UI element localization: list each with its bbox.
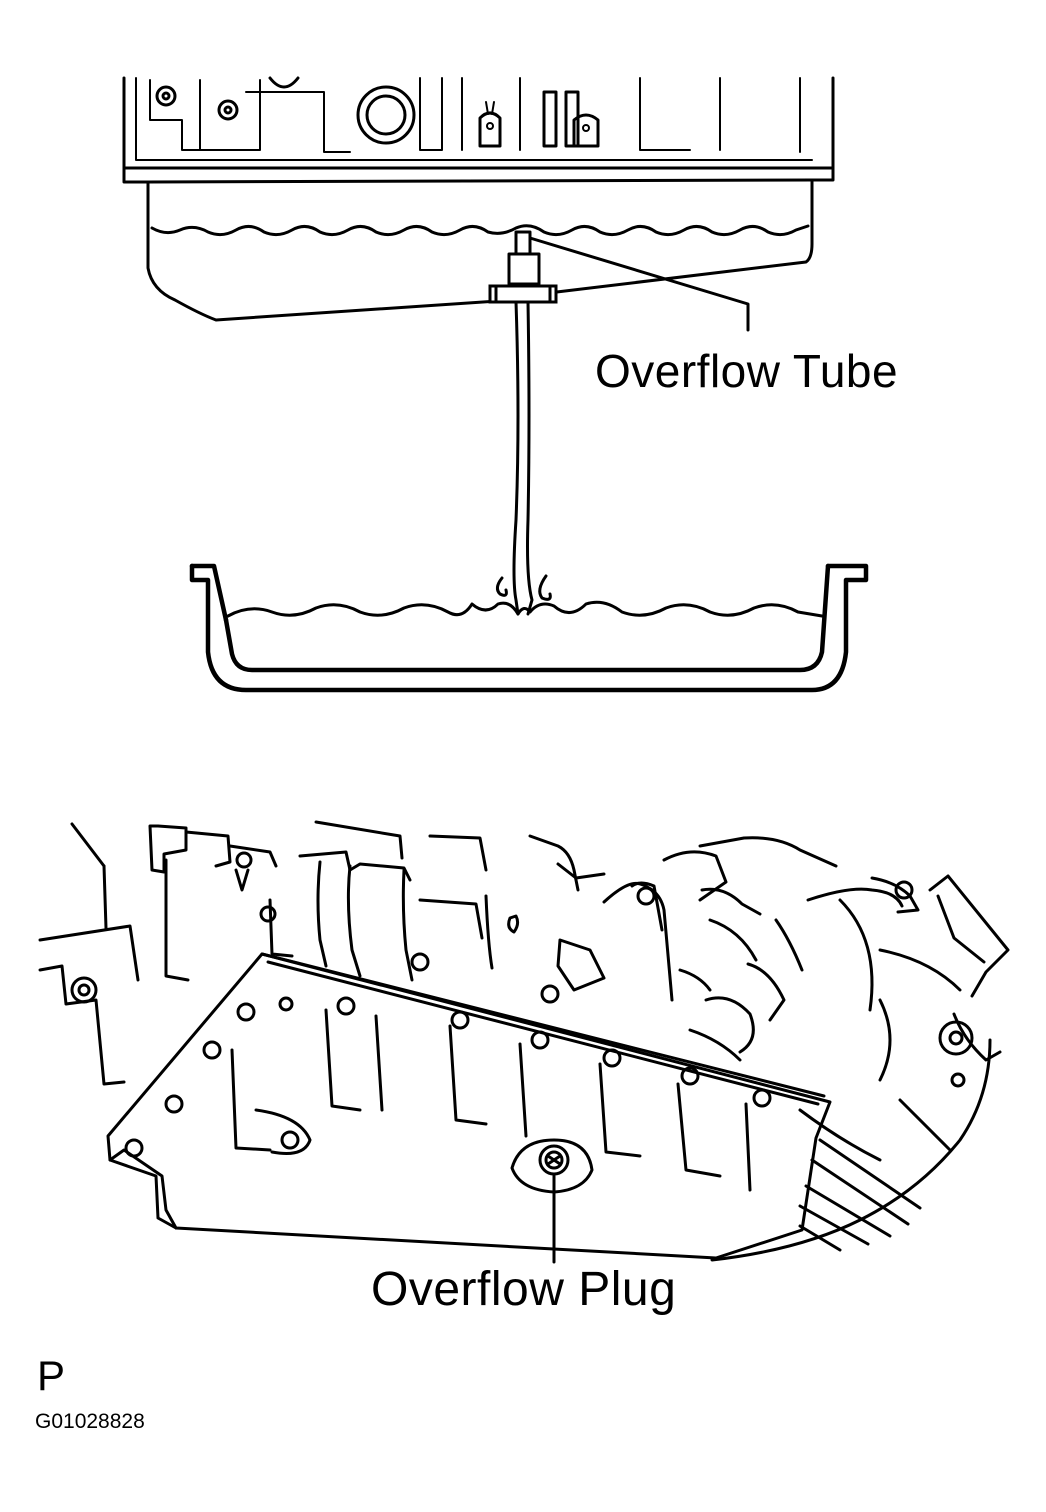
pan-bolts [124,952,772,1158]
overflow-tube-leader [528,236,750,332]
overflow-stream [495,300,552,616]
transmission-oil-pan [106,952,832,1260]
container-fluid-level [226,600,824,618]
overflow-tube-fitting [488,230,558,304]
figure-id: G01028828 [35,1410,145,1433]
pan-fluid-level [150,224,810,237]
overflow-plug-label: Overflow Plug [371,1263,677,1316]
valve-body [122,76,835,184]
transmission-underside [38,820,1010,1262]
view-letter: P [37,1352,66,1399]
overflow-tube-label: Overflow Tube [595,345,899,397]
overflow-plug [510,1138,594,1194]
bell-housing [710,1038,992,1262]
oil-pan-outline [146,178,814,322]
catch-container [189,563,869,693]
transmission-pan-cutaway [122,76,835,322]
